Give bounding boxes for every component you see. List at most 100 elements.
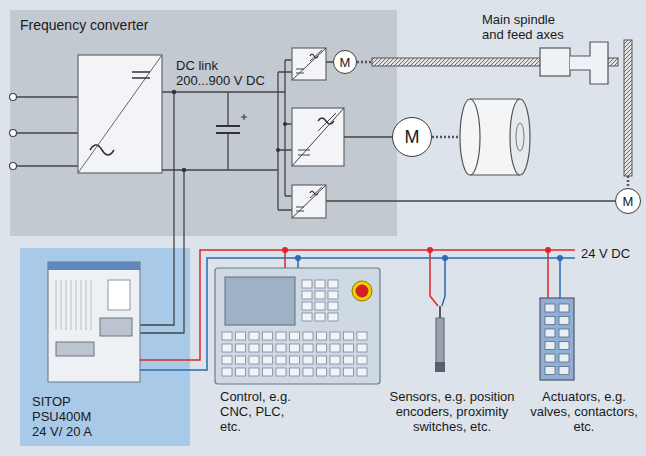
component-caption: Control, e.g. CNC, PLC, etc. — [220, 389, 292, 434]
device-label: SITOP PSU400M 24 V/ 20 A — [32, 394, 106, 439]
bus-label: DC link — [176, 58, 218, 73]
key — [276, 344, 286, 352]
junction-dot — [557, 255, 563, 261]
dc-symbol — [132, 72, 150, 78]
key — [357, 368, 367, 376]
dc-supply-wire — [140, 92, 174, 325]
key — [263, 356, 273, 364]
bus-voltage: 24 V DC — [581, 246, 630, 261]
motor-symbol: M — [405, 127, 420, 147]
key — [236, 332, 246, 340]
terminal — [559, 354, 569, 362]
junction-dot — [282, 247, 288, 253]
rectifier-box — [78, 55, 162, 173]
key — [330, 356, 340, 364]
terminal — [545, 329, 555, 337]
key — [344, 356, 354, 364]
mains-terminal — [10, 130, 17, 137]
vent-slot — [71, 280, 72, 330]
vent-slot — [91, 280, 92, 330]
inverter-symbol — [292, 108, 344, 166]
key — [315, 302, 325, 310]
key — [328, 302, 338, 310]
key — [263, 332, 273, 340]
key — [330, 332, 340, 340]
key — [222, 356, 232, 364]
key — [236, 356, 246, 364]
motor-wire — [326, 62, 615, 201]
panel-fill — [20, 248, 190, 446]
junction-dot — [442, 255, 448, 261]
junction-dot — [276, 148, 280, 152]
junction-dot — [295, 255, 301, 261]
key — [236, 368, 246, 376]
terminal — [545, 342, 555, 350]
key — [263, 344, 273, 352]
junction-dot — [545, 247, 551, 253]
key — [344, 344, 354, 352]
key — [303, 368, 313, 376]
junction-dot — [172, 90, 176, 94]
tool-slide — [570, 42, 608, 84]
panel-title: Frequency converter — [20, 17, 387, 33]
key — [249, 356, 259, 364]
key — [276, 332, 286, 340]
key — [357, 332, 367, 340]
vent-slot — [86, 280, 87, 330]
key — [290, 356, 300, 364]
ball-screw — [624, 40, 632, 176]
key — [302, 291, 312, 299]
key — [276, 356, 286, 364]
vent-slot — [61, 280, 62, 330]
terminal — [559, 329, 569, 337]
key — [290, 368, 300, 376]
dc-rail — [162, 72, 292, 210]
key — [303, 332, 313, 340]
power-supply-panel: SITOP PSU400M 24 V/ 20 A — [20, 248, 190, 446]
converter-panel: Frequency converter — [10, 10, 397, 236]
key — [302, 302, 312, 310]
proximity-sensor — [435, 306, 445, 372]
terminal — [559, 304, 569, 312]
key — [330, 368, 340, 376]
key — [328, 291, 338, 299]
key — [357, 356, 367, 364]
junction-dot — [427, 247, 433, 253]
key — [236, 344, 246, 352]
key — [222, 332, 232, 340]
key — [317, 332, 327, 340]
key — [317, 356, 327, 364]
voltage-range: 200...900 V DC — [176, 73, 265, 88]
ac-symbol — [90, 145, 114, 155]
vent-slot — [76, 280, 77, 330]
key — [276, 368, 286, 376]
key — [357, 344, 367, 352]
motor-symbol: M — [623, 194, 634, 209]
motor-shaft — [357, 62, 628, 188]
inverter-symbol — [292, 48, 326, 80]
key — [290, 332, 300, 340]
motor-circle: M — [615, 188, 641, 214]
key — [249, 344, 259, 352]
dc-supply-wire — [173, 236, 174, 248]
key — [315, 313, 325, 321]
key — [249, 368, 259, 376]
terminal — [545, 354, 555, 362]
key — [222, 368, 232, 376]
mains-terminal — [10, 163, 17, 170]
key — [302, 313, 312, 321]
key — [315, 291, 325, 299]
key — [344, 368, 354, 376]
junction-dot — [283, 122, 287, 126]
key — [328, 280, 338, 288]
key — [317, 344, 327, 352]
terminal — [545, 367, 555, 375]
dc-supply-wire — [140, 170, 184, 333]
key — [317, 368, 327, 376]
panel-fill — [10, 10, 397, 236]
vent-slot — [81, 280, 82, 330]
mains-terminal — [10, 94, 17, 101]
key — [222, 344, 232, 352]
cnc-control-panel — [215, 268, 380, 384]
